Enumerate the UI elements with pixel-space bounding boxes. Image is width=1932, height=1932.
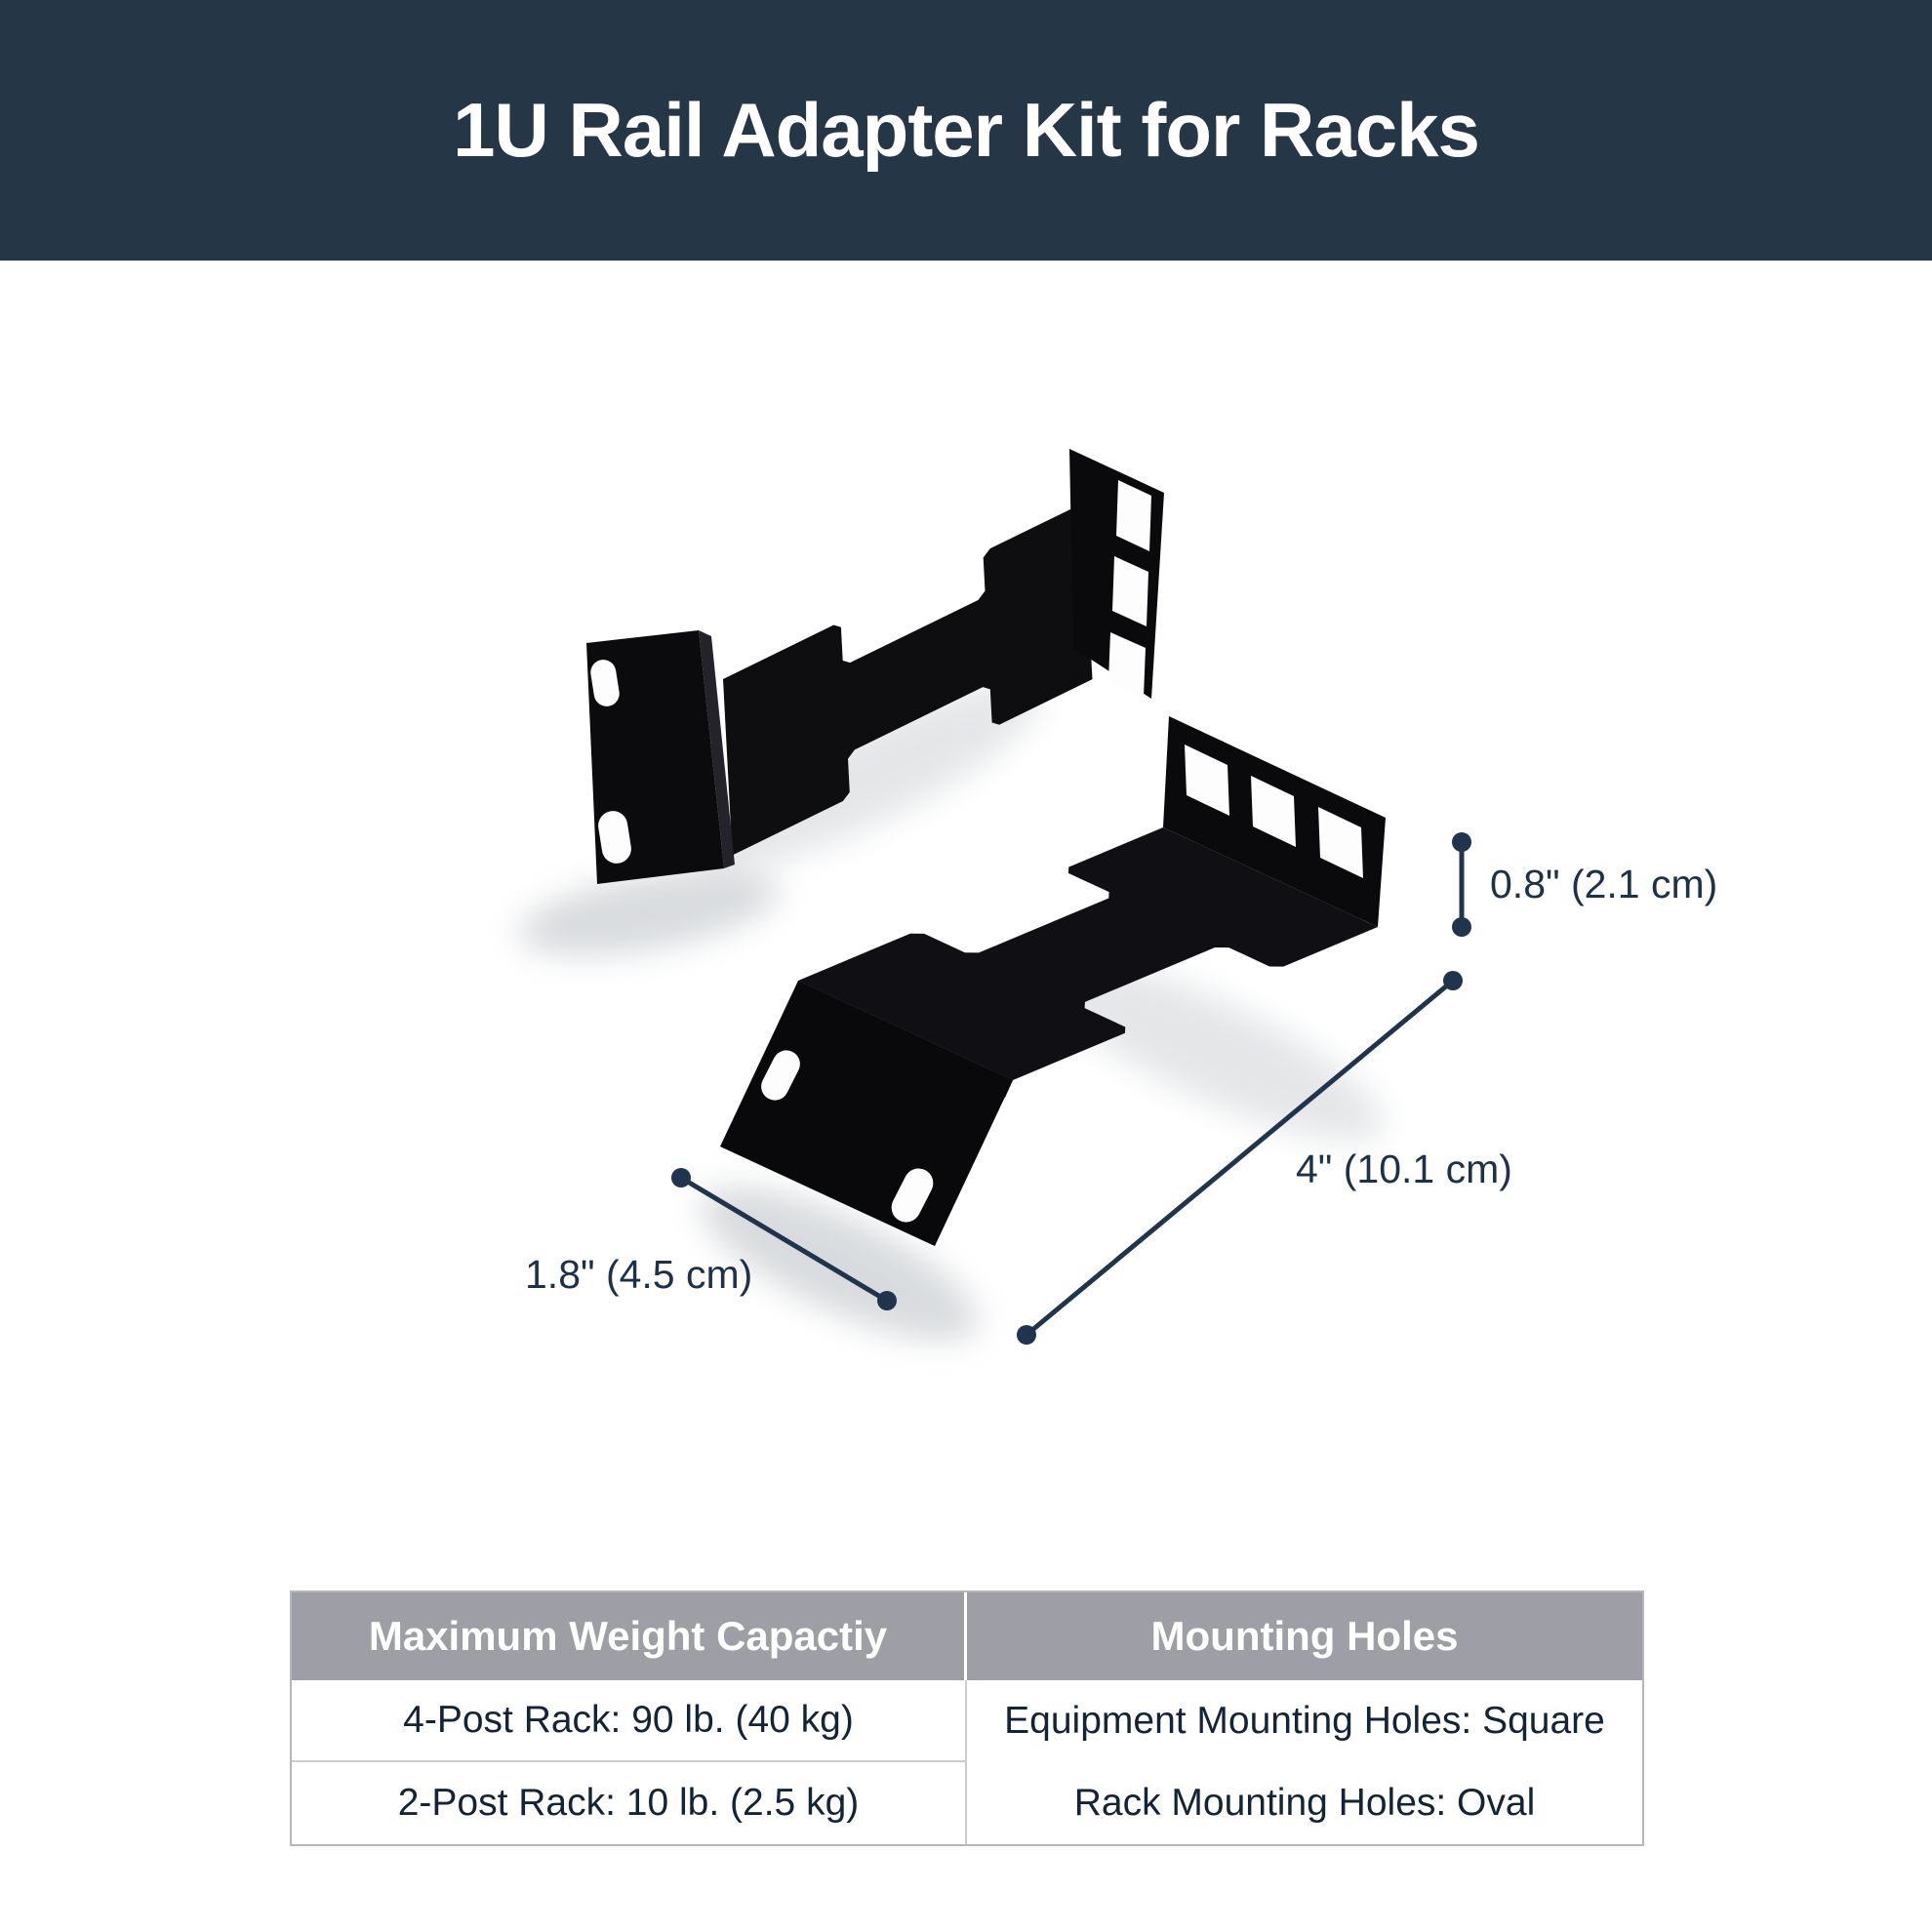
spec-table-header-weight: Maximum Weight Capactiy (292, 1592, 967, 1680)
square-hole (1185, 745, 1229, 816)
dimension-line-width (671, 1168, 897, 1310)
spec-cell-4post: 4-Post Rack: 90 lb. (40 kg) (292, 1680, 967, 1762)
dimension-label-depth: 4" (10.1 cm) (1296, 1147, 1512, 1191)
spec-table-header-holes: Mounting Holes (967, 1592, 1642, 1680)
bracket-upper-strap (723, 503, 1093, 856)
dimension-line-height (1452, 832, 1471, 937)
square-hole (1116, 480, 1151, 551)
title-bar: 1U Rail Adapter Kit for Racks (0, 0, 1932, 261)
oval-hole (598, 811, 631, 864)
bracket-lower-oval-flange (720, 981, 1013, 1246)
bracket-upper-bend (699, 630, 735, 868)
oval-hole (590, 660, 620, 706)
bracket-lower-strap (798, 826, 1378, 1081)
oval-hole (891, 1168, 934, 1223)
dimension-line-depth (1017, 971, 1463, 1345)
square-hole (1112, 556, 1148, 626)
dimension-label-height: 0.8" (2.1 cm) (1490, 862, 1718, 906)
square-hole (1108, 632, 1146, 697)
oval-hole (761, 1050, 800, 1101)
page-title: 1U Rail Adapter Kit for Racks (453, 87, 1480, 173)
square-hole (1318, 807, 1363, 878)
bracket-upper (586, 449, 1164, 884)
spec-table: Maximum Weight Capactiy Mounting Holes 4… (290, 1590, 1644, 1846)
spec-cell-rack-holes: Rack Mounting Holes: Oval (967, 1762, 1642, 1844)
bracket-lower (720, 716, 1386, 1246)
spec-cell-equipment-holes: Equipment Mounting Holes: Square (967, 1680, 1642, 1762)
square-hole (1251, 776, 1296, 847)
spec-cell-2post: 2-Post Rack: 10 lb. (2.5 kg) (292, 1762, 967, 1844)
dimension-label-width: 1.8" (4.5 cm) (525, 1252, 753, 1297)
dimension-lines (671, 832, 1471, 1345)
